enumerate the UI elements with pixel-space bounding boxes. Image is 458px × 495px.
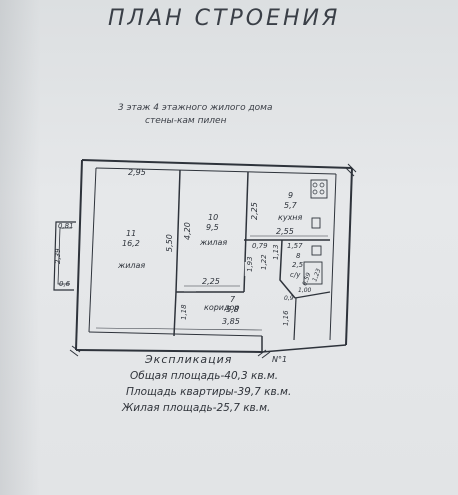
room-10-number: 10	[208, 213, 218, 222]
explication-heading: Экспликация	[145, 353, 233, 366]
bathtub	[303, 261, 323, 285]
outer-wall-bottom	[75, 349, 263, 353]
stove-burner	[319, 182, 325, 188]
dim-line-385	[95, 327, 263, 331]
partition-bath-bottom	[294, 291, 331, 299]
page-title: ПЛАН СТРОЕНИЯ	[108, 6, 341, 31]
bay-window-inner	[57, 227, 72, 285]
partition-room11-corridor	[173, 291, 177, 337]
dim-255: 2,55	[276, 227, 294, 236]
partition-corridor-right	[293, 297, 297, 341]
outer-wall-left-inner	[88, 167, 97, 333]
outer-wall-right-inner	[329, 173, 337, 341]
break-mark-bottom	[257, 349, 271, 359]
dim-100: 1,00	[298, 287, 312, 294]
bay-window	[53, 221, 76, 291]
stove-burner	[312, 189, 318, 195]
sink	[311, 217, 321, 229]
outer-wall-top-inner	[95, 167, 337, 175]
subtitle-walls: стены-кам пилен	[145, 116, 227, 126]
dim-225-top: 2,25	[250, 202, 259, 220]
stair-wall	[261, 336, 347, 353]
room-7-area: 5,8	[226, 305, 239, 314]
dim-123: 1,23	[311, 268, 322, 283]
toilet	[311, 245, 322, 256]
room-10-area: 9,5	[206, 223, 219, 232]
outer-wall-top	[81, 159, 353, 169]
explication-total-area: Общая площадь-40,3 кв.м.	[130, 370, 279, 382]
dim-385: 3,85	[222, 317, 240, 326]
break-mark-right	[345, 163, 357, 177]
dim-06: 0,6	[59, 280, 71, 288]
stove-burner	[312, 182, 318, 188]
dim-225-bottom: 2,25	[202, 277, 220, 286]
dim-122: 1,22	[260, 254, 268, 270]
dim-295: 2,95	[128, 168, 146, 177]
stove	[310, 179, 328, 199]
subtitle-floor: 3 этаж 4 этажного жилого дома	[118, 103, 273, 113]
explication-living-area: Жилая площадь-25,7 кв.м.	[122, 402, 271, 414]
dim-239: 2,39	[54, 248, 62, 264]
dim-193: 1,93	[246, 256, 254, 272]
dim-157: 1,57	[287, 242, 303, 250]
outer-wall-right	[345, 167, 353, 346]
stove-burner	[319, 189, 325, 195]
partition-room10-kitchen	[243, 171, 249, 293]
dim-113: 1,13	[272, 244, 280, 260]
room-8-area: 2,5	[292, 261, 304, 269]
room-9-area: 5,7	[284, 201, 298, 210]
outer-wall-left	[75, 159, 83, 351]
room-7-name: коридор	[204, 303, 240, 312]
dim-420: 4,20	[183, 222, 192, 240]
dim-09: 0,9	[284, 295, 294, 302]
partition-room11-room10	[175, 169, 181, 293]
partition-bath-left	[279, 239, 296, 299]
dim-118: 1,18	[180, 304, 188, 320]
room-8-number: 8	[296, 252, 301, 260]
dim-550: 5,50	[165, 234, 174, 252]
room-11-number: 11	[126, 229, 136, 238]
dim-081: 0,81	[58, 222, 74, 230]
room-11-area: 16,2	[122, 239, 140, 248]
dim-079: 0,79	[252, 242, 268, 250]
page-shadow	[0, 0, 40, 495]
dim-116: 1,16	[282, 310, 290, 326]
explication-apartment-area: Площадь квартиры-39,7 кв.м.	[126, 386, 292, 398]
dim-059: 0,59	[301, 272, 312, 287]
entrance-label: N°1	[272, 355, 287, 364]
room-8-name: с/у	[290, 271, 301, 279]
room-11-name: жилая	[117, 261, 145, 270]
room-7-number: 7	[230, 295, 236, 304]
room-9-number: 9	[288, 191, 293, 200]
room-10-name: жилая	[199, 238, 227, 247]
room-9-name: кухня	[278, 213, 303, 222]
break-mark-left	[69, 345, 81, 357]
outer-wall-bottom-inner	[88, 331, 263, 337]
